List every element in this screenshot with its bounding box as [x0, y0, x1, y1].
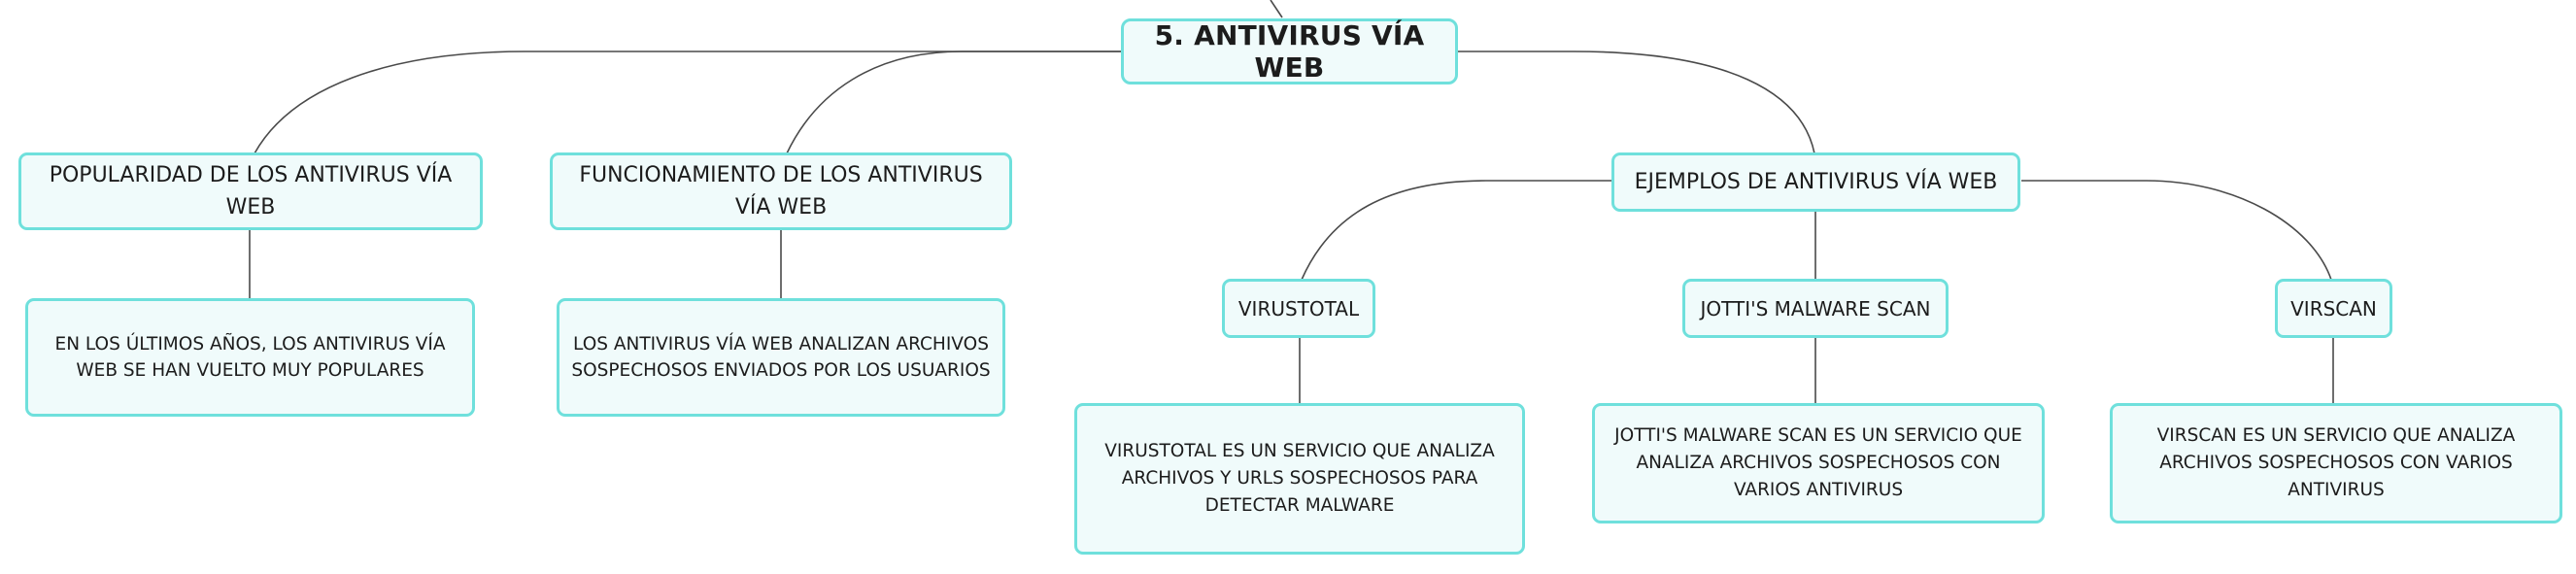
connector-ejemplos-virscan [2021, 180, 2332, 281]
root-node[interactable]: 5. ANTIVIRUS VÍA WEB [1121, 18, 1458, 84]
virscan-detail[interactable]: VIRSCAN ES UN SERVICIO QUE ANALIZA ARCHI… [2110, 403, 2562, 523]
branch-popularidad-label: POPULARIDAD DE LOS ANTIVIRUS VÍA WEB [49, 163, 453, 219]
branch-funcionamiento[interactable]: FUNCIONAMIENTO DE LOS ANTIVIRUS VÍA WEB [550, 152, 1012, 230]
branch-funcionamiento-label: FUNCIONAMIENTO DE LOS ANTIVIRUS VÍA WEB [579, 163, 983, 219]
jotti-detail[interactable]: JOTTI'S MALWARE SCAN ES UN SERVICIO QUE … [1592, 403, 2045, 523]
root-label: 5. ANTIVIRUS VÍA WEB [1154, 19, 1425, 84]
example-virscan[interactable]: VIRSCAN [2275, 279, 2392, 338]
virscan-detail-text: VIRSCAN ES UN SERVICIO QUE ANALIZA ARCHI… [2156, 425, 2516, 500]
branch-ejemplos[interactable]: EJEMPLOS DE ANTIVIRUS VÍA WEB [1611, 152, 2020, 212]
connector-root-ejemplos [1456, 51, 1815, 154]
popularidad-detail[interactable]: EN LOS ÚLTIMOS AÑOS, LOS ANTIVIRUS VÍA W… [25, 298, 475, 417]
example-jotti-label: JOTTI'S MALWARE SCAN [1700, 296, 1931, 321]
branch-ejemplos-label: EJEMPLOS DE ANTIVIRUS VÍA WEB [1634, 170, 1998, 194]
virustotal-detail-text: VIRUSTOTAL ES UN SERVICIO QUE ANALIZA AR… [1104, 441, 1495, 516]
example-virustotal-label: VIRUSTOTAL [1237, 296, 1360, 321]
connector-ejemplos-virustotal [1301, 180, 1612, 281]
example-virustotal[interactable]: VIRUSTOTAL [1222, 279, 1375, 338]
connector-root-popularidad [254, 51, 1122, 154]
branch-popularidad[interactable]: POPULARIDAD DE LOS ANTIVIRUS VÍA WEB [18, 152, 483, 230]
example-jotti[interactable]: JOTTI'S MALWARE SCAN [1682, 279, 1949, 338]
funcionamiento-detail[interactable]: LOS ANTIVIRUS VÍA WEB ANALIZAN ARCHIVOS … [557, 298, 1005, 417]
virustotal-detail[interactable]: VIRUSTOTAL ES UN SERVICIO QUE ANALIZA AR… [1074, 403, 1525, 555]
jotti-detail-text: JOTTI'S MALWARE SCAN ES UN SERVICIO QUE … [1614, 425, 2022, 500]
connector-root-funcionamiento [786, 51, 1122, 154]
popularidad-detail-text: EN LOS ÚLTIMOS AÑOS, LOS ANTIVIRUS VÍA W… [54, 334, 446, 381]
funcionamiento-detail-text: LOS ANTIVIRUS VÍA WEB ANALIZAN ARCHIVOS … [571, 334, 991, 381]
connector-incoming [1270, 0, 1283, 18]
example-virscan-label: VIRSCAN [2290, 296, 2377, 321]
